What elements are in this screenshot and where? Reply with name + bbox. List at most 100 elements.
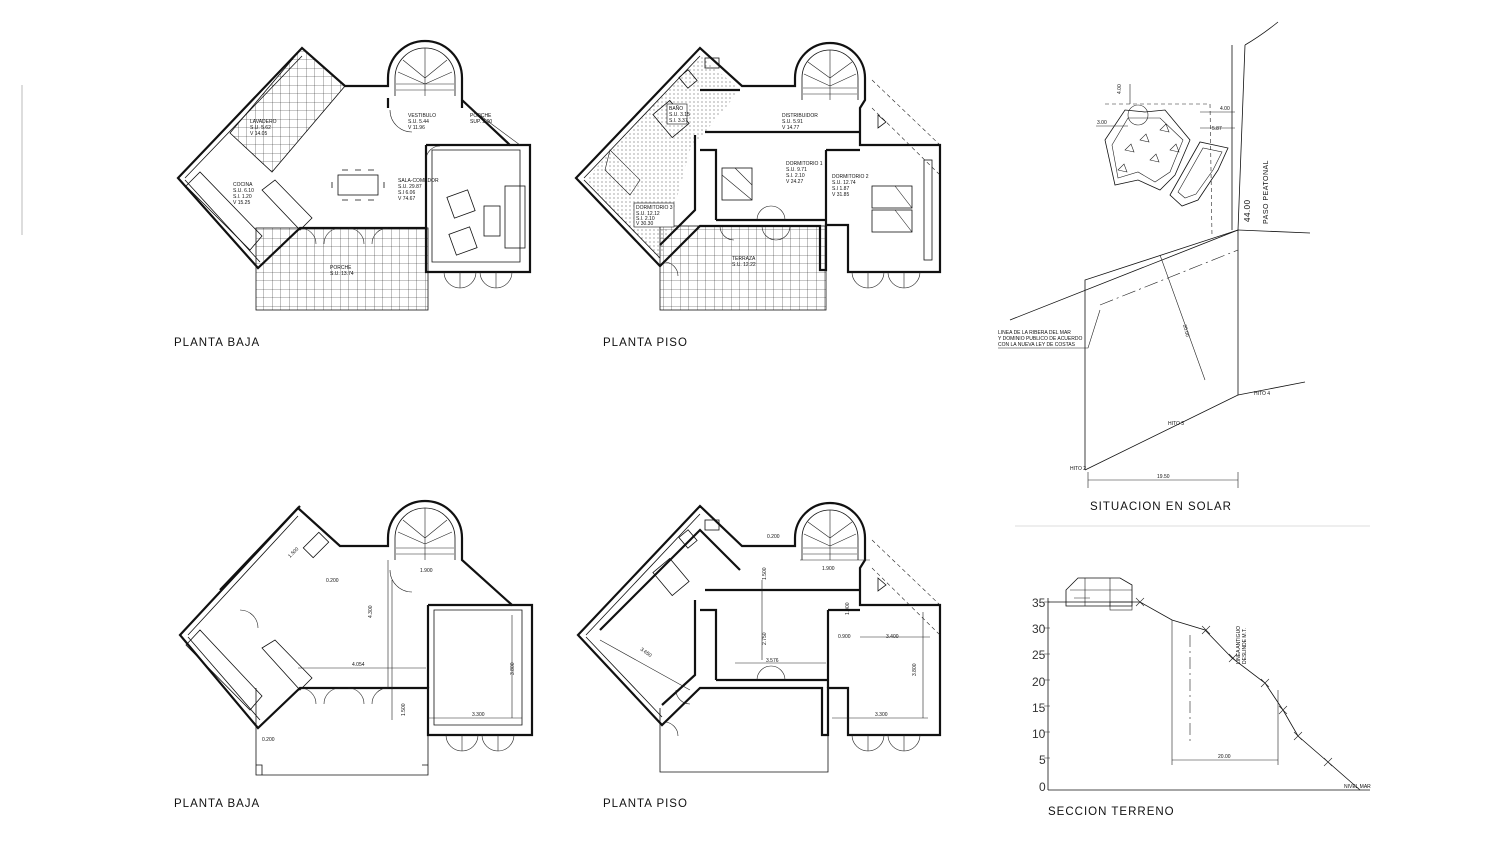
svg-text:S.I. 2.10: S.I. 2.10: [786, 173, 805, 179]
room-lavadero: LAVADERO S.U. 5.62 V 14.05: [250, 119, 277, 137]
svg-text:3.576: 3.576: [766, 658, 779, 664]
linea-ribera: LINEA DE LA RIBERA DEL MAR Y DOMINIO PUB…: [998, 309, 1101, 349]
room-porche-sup: PORCHE SUP. 2.00: [470, 113, 492, 125]
svg-text:CON LA NUEVA LEY DE COSTAS: CON LA NUEVA LEY DE COSTAS: [998, 342, 1076, 348]
nivel-mar: NIVEL MAR: [1344, 784, 1371, 790]
room-terraza: TERRAZA S.U. 12.22: [732, 256, 756, 268]
seccion-terreno: 35 30 25 20 15 10 5 0 20.00 NIVEL MAR LI…: [1032, 577, 1371, 794]
svg-text:V 14.77: V 14.77: [782, 125, 799, 131]
svg-text:V 15.25: V 15.25: [233, 200, 250, 206]
svg-text:20.00: 20.00: [1218, 754, 1231, 760]
dining-table: [337, 174, 379, 196]
svg-text:S.I 1.87: S.I 1.87: [832, 186, 849, 192]
svg-text:20.00: 20.00: [1181, 324, 1190, 338]
svg-text:PORCHE: PORCHE: [330, 265, 352, 271]
svg-text:S.I. 1.20: S.I. 1.20: [233, 194, 252, 200]
svg-text:LINEA ANTIGUO: LINEA ANTIGUO: [1236, 626, 1242, 664]
room-cocina: COCINA S.U. 6.10 S.I. 1.20 V 15.25: [233, 182, 254, 206]
planta-baja-dim-plan: 1.500 0.200 4.300 1.900 4.054 3.800 1.50…: [178, 499, 534, 776]
svg-text:4.00: 4.00: [1220, 106, 1230, 112]
svg-text:COCINA: COCINA: [233, 182, 253, 188]
room-porche: PORCHE S.U. 13.74: [330, 265, 354, 277]
svg-text:4.054: 4.054: [352, 662, 365, 668]
svg-text:HITO 3: HITO 3: [1168, 421, 1184, 427]
svg-text:S.I. 3.37: S.I. 3.37: [669, 118, 688, 124]
room-distribuidor: DISTRIBUIDOR S.U. 5.91 V 14.77: [782, 113, 818, 131]
stair-tower-p2: [801, 509, 859, 560]
svg-text:LINEA DE LA RIBERA DEL MAR: LINEA DE LA RIBERA DEL MAR: [998, 330, 1071, 336]
planta-piso-dim-plan: 0.200 1.500 1.900 1.000 3.650 2.750 0.90…: [576, 501, 942, 773]
svg-text:3.800: 3.800: [510, 662, 516, 675]
svg-text:HITO 4: HITO 4: [1254, 391, 1270, 397]
svg-text:VESTIBULO: VESTIBULO: [408, 113, 436, 119]
lavadero-hatch: [229, 47, 346, 173]
svg-text:S.U. 6.10: S.U. 6.10: [233, 188, 254, 194]
svg-text:V 31.85: V 31.85: [832, 192, 849, 198]
svg-text:S.U. 3.15: S.U. 3.15: [669, 112, 690, 118]
site-house: [1104, 104, 1229, 207]
svg-text:S.U. 9.71: S.U. 9.71: [786, 167, 807, 173]
room-sala-comedor: SALA-COMEDOR S.U. 29.87 S.I 6.06 V 74.67: [398, 178, 439, 202]
stair-tower: [394, 47, 456, 96]
label-planta-piso-2: PLANTA PISO: [603, 798, 688, 810]
svg-text:1.900: 1.900: [822, 566, 835, 572]
planta-baja-plan: LAVADERO S.U. 5.62 V 14.05 VESTIBULO S.U…: [176, 39, 532, 311]
planta-piso-plan: BAÑO S.U. 3.15 S.I. 3.37 DISTRIBUIDOR S.…: [574, 41, 942, 311]
bed-2a: [871, 185, 913, 209]
svg-text:S.U. 13.74: S.U. 13.74: [330, 271, 354, 277]
svg-text:DESLINDE M.T.: DESLINDE M.T.: [1242, 628, 1248, 664]
svg-text:3.800: 3.800: [912, 663, 918, 676]
svg-text:3.400: 3.400: [886, 634, 899, 640]
svg-text:1.900: 1.900: [420, 568, 433, 574]
situacion-plan: 4.00 4.00 3.00 5.87 44.00 PASO PEATONAL …: [998, 21, 1311, 488]
svg-text:0.200: 0.200: [326, 578, 339, 584]
svg-text:V 14.05: V 14.05: [250, 131, 267, 137]
svg-text:SUP. 2.00: SUP. 2.00: [470, 119, 492, 125]
svg-text:LAVADERO: LAVADERO: [250, 119, 277, 125]
label-planta-baja: PLANTA BAJA: [174, 337, 260, 349]
svg-text:S.U. 5.91: S.U. 5.91: [782, 119, 803, 125]
label-planta-piso: PLANTA PISO: [603, 337, 688, 349]
svg-text:35: 35: [1032, 596, 1046, 610]
svg-text:20: 20: [1032, 675, 1046, 689]
room-vestibulo: VESTIBULO S.U. 5.44 V 11.96: [408, 113, 436, 131]
svg-text:0.200: 0.200: [262, 737, 275, 743]
svg-text:V 30.30: V 30.30: [636, 221, 653, 227]
svg-text:BAÑO: BAÑO: [669, 105, 683, 112]
svg-text:S.U. 12.12: S.U. 12.12: [636, 211, 660, 217]
svg-text:3.300: 3.300: [875, 712, 888, 718]
label-planta-baja-2: PLANTA BAJA: [174, 798, 260, 810]
svg-text:TERRAZA: TERRAZA: [732, 256, 756, 262]
svg-text:S.U. 29.87: S.U. 29.87: [398, 184, 422, 190]
svg-text:1.500: 1.500: [762, 567, 768, 580]
svg-text:V 74.67: V 74.67: [398, 196, 415, 202]
svg-text:V 24.27: V 24.27: [786, 179, 803, 185]
room-bano: BAÑO S.U. 3.15 S.I. 3.37: [666, 103, 690, 125]
svg-text:S.U. 12.22: S.U. 12.22: [732, 262, 756, 268]
y-axis-ticks: 35 30 25 20 15 10 5 0: [1032, 596, 1050, 794]
svg-text:V 11.96: V 11.96: [408, 125, 425, 131]
svg-text:S.U. 5.62: S.U. 5.62: [250, 125, 271, 131]
svg-text:3.300: 3.300: [472, 712, 485, 718]
svg-text:15: 15: [1032, 701, 1046, 715]
room-dormitorio-2: DORMITORIO 2 S.U. 12.74 S.I 1.87 V 31.85: [832, 174, 869, 198]
svg-text:DORMITORIO 3: DORMITORIO 3: [636, 205, 673, 211]
stair-tower-piso: [801, 49, 859, 100]
room-dormitorio-3: DORMITORIO 3 S.U. 12.12 S.I. 2.10 V 30.3…: [633, 202, 675, 228]
terraza-floor: [659, 225, 827, 311]
svg-text:1.500: 1.500: [401, 703, 407, 716]
svg-text:S.I 6.06: S.I 6.06: [398, 190, 415, 196]
svg-text:SALA-COMEDOR: SALA-COMEDOR: [398, 178, 439, 184]
svg-text:4.00: 4.00: [1117, 84, 1123, 94]
svg-text:4.300: 4.300: [368, 605, 374, 618]
svg-text:DORMITORIO 1: DORMITORIO 1: [786, 161, 823, 167]
svg-text:1.500: 1.500: [287, 546, 300, 559]
svg-text:HITO 2: HITO 2: [1070, 466, 1086, 472]
svg-text:1.000: 1.000: [845, 602, 851, 615]
svg-text:10: 10: [1032, 727, 1046, 741]
svg-text:DISTRIBUIDOR: DISTRIBUIDOR: [782, 113, 818, 119]
svg-text:S.I. 2.10: S.I. 2.10: [636, 216, 655, 222]
stair-tower-b2: [394, 507, 456, 560]
svg-text:0.900: 0.900: [838, 634, 851, 640]
